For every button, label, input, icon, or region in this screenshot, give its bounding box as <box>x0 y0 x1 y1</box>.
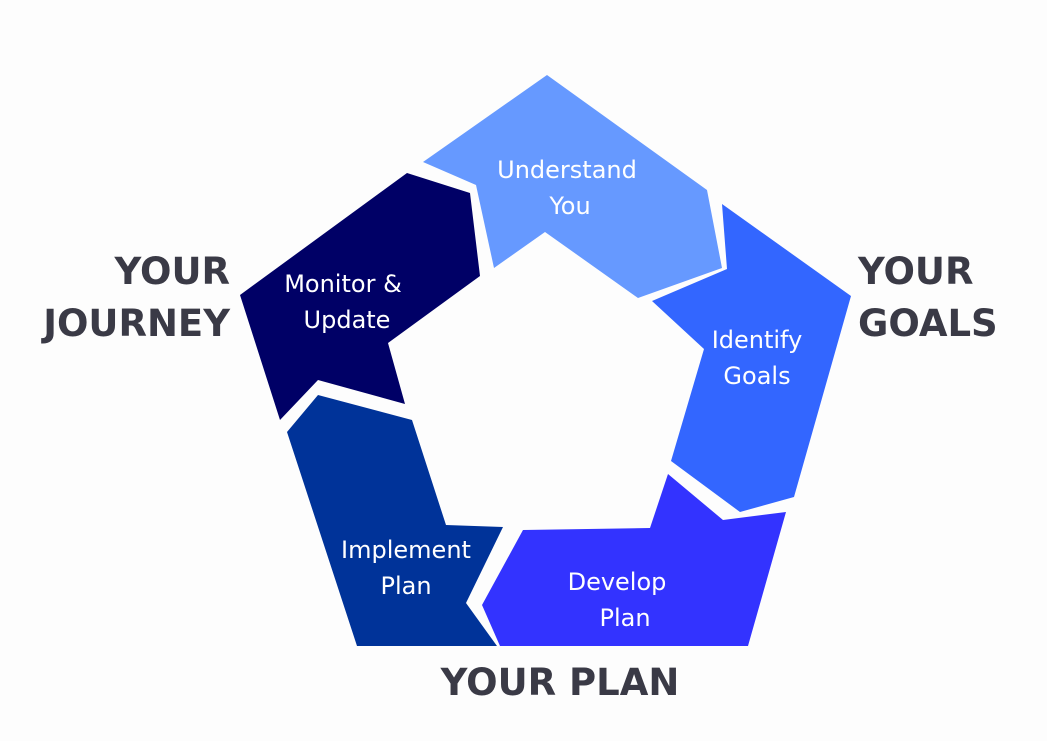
segment-understand-you-shape <box>423 75 722 298</box>
your-plan-label: YOUR PLAN <box>440 661 680 704</box>
segment-develop-plan-shape <box>482 474 786 646</box>
your-goals-label-line1: YOUR <box>858 250 974 293</box>
your-journey-label-line2: JOURNEY <box>43 302 230 345</box>
segment-understand-you-label-line1: Understand <box>497 156 637 184</box>
your-goals-label: YOUR GOALS <box>858 246 1043 350</box>
segment-implement-plan: Implement Plan <box>287 395 503 646</box>
segment-understand-you: Understand You <box>423 75 722 298</box>
your-goals-label-line2: GOALS <box>858 302 998 345</box>
segment-develop-plan-label-line1: Develop <box>568 568 667 596</box>
your-journey-label: YOUR JOURNEY <box>28 246 230 350</box>
segment-monitor-update: Monitor & Update <box>240 173 480 420</box>
segment-develop-plan-label-line2: Plan <box>599 604 650 632</box>
segment-monitor-update-shape <box>240 173 480 420</box>
segment-understand-you-label-line2: You <box>548 192 590 220</box>
segment-monitor-update-label-line2: Update <box>304 306 391 334</box>
your-journey-label-line1: YOUR <box>114 250 230 293</box>
segment-identify-goals-label-line2: Goals <box>723 362 790 390</box>
segment-monitor-update-label-line1: Monitor & <box>284 270 402 298</box>
segment-implement-plan-shape <box>287 395 503 646</box>
segment-identify-goals: Identify Goals <box>652 204 851 512</box>
segment-implement-plan-label-line2: Plan <box>380 572 431 600</box>
segment-develop-plan: Develop Plan <box>482 474 786 646</box>
segment-identify-goals-label-line1: Identify <box>712 326 803 354</box>
segment-identify-goals-shape <box>652 204 851 512</box>
segment-implement-plan-label-line1: Implement <box>341 536 471 564</box>
